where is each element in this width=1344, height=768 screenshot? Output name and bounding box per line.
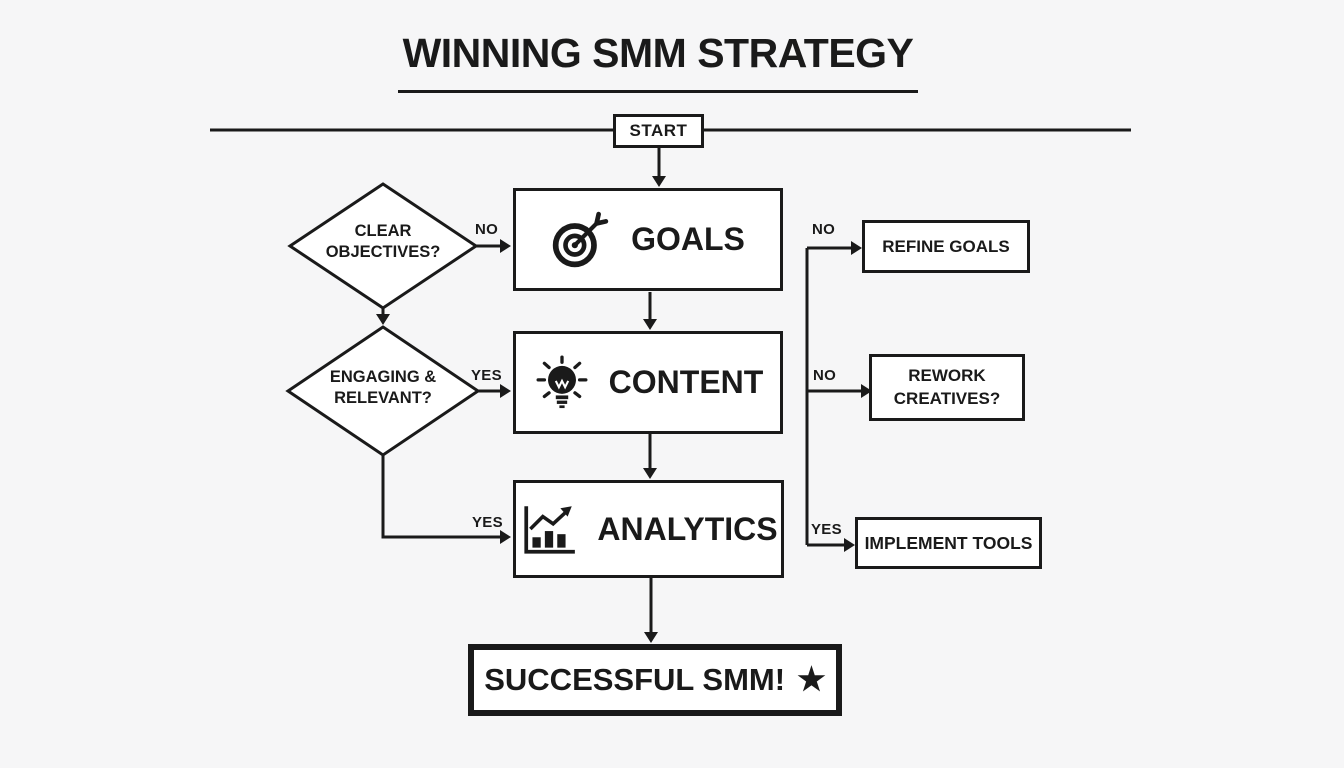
- edge-label-no-rework-creatives: NO: [813, 367, 837, 384]
- arrowheads: [376, 176, 872, 643]
- refine-goals-label: REFINE GOALS: [882, 236, 1010, 256]
- refine-goals-node: REFINE GOALS: [862, 220, 1030, 273]
- edge-label-yes-engaging-analytics: YES: [472, 514, 503, 531]
- successful-smm-label: SUCCESSFUL SMM!: [484, 662, 786, 697]
- star-icon: ★: [797, 661, 826, 697]
- bar-chart-icon: [524, 506, 576, 554]
- edge-label-no-refine-goals: NO: [812, 221, 836, 238]
- start-label: START: [629, 121, 688, 140]
- lightbulb-icon: [536, 354, 588, 408]
- edge-label-yes-implement-tools: YES: [811, 521, 842, 538]
- successful-smm-node: SUCCESSFUL SMM! ★: [468, 644, 842, 716]
- content-label: CONTENT: [608, 364, 764, 400]
- edge-label-yes-engaging-content: YES: [471, 367, 502, 384]
- analytics-node: ANALYTICS: [513, 480, 784, 578]
- page-title: WINNING SMM STRATEGY: [398, 30, 918, 93]
- rework-creatives-node: REWORK CREATIVES?: [869, 354, 1025, 421]
- analytics-label: ANALYTICS: [597, 510, 778, 547]
- start-node: START: [613, 114, 704, 148]
- target-icon: [552, 211, 609, 267]
- clear-objectives-diamond: [287, 182, 479, 310]
- edge-d2-analytics: [381, 455, 500, 539]
- rework-creatives-label: REWORK CREATIVES?: [893, 366, 1001, 408]
- engaging-relevant-diamond: [285, 325, 481, 457]
- implement-tools-node: IMPLEMENT TOOLS: [855, 517, 1042, 569]
- goals-node: GOALS: [513, 188, 783, 291]
- content-node: CONTENT: [513, 331, 783, 434]
- clear-objectives-label: CLEAR OBJECTIVES?: [325, 222, 441, 262]
- implement-tools-label: IMPLEMENT TOOLS: [864, 532, 1033, 553]
- edge-label-no-clear-objectives: NO: [475, 221, 499, 238]
- goals-label: GOALS: [631, 221, 745, 257]
- engaging-relevant-label: ENGAGING & RELEVANT?: [329, 368, 437, 408]
